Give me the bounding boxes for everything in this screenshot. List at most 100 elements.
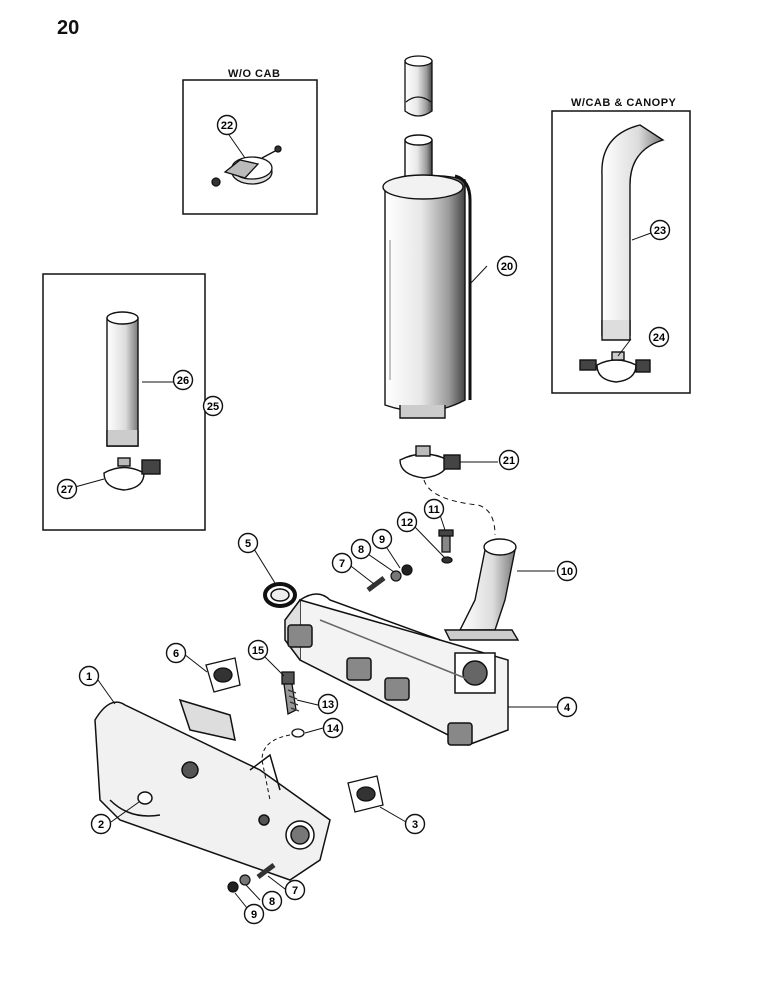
callout-3: 3 bbox=[404, 813, 426, 835]
rain-cap-part bbox=[211, 145, 282, 187]
callout-label: 12 bbox=[401, 517, 413, 529]
callout-9: 9 bbox=[371, 528, 393, 550]
callout-23: 23 bbox=[649, 219, 671, 241]
callout-circle bbox=[90, 813, 112, 835]
callout-circle bbox=[371, 528, 393, 550]
callout-circle bbox=[284, 879, 306, 901]
callout-label: 3 bbox=[412, 819, 418, 831]
inset-box-with-cab-canopy bbox=[551, 110, 691, 394]
manifold-gasket-upper bbox=[205, 657, 241, 693]
callout-label: 8 bbox=[269, 896, 275, 908]
callout-10: 10 bbox=[556, 560, 578, 582]
callout-circle bbox=[317, 693, 339, 715]
callout-circle bbox=[556, 560, 578, 582]
callout-21: 21 bbox=[498, 449, 520, 471]
callout-24: 24 bbox=[648, 326, 670, 348]
callout-label: 7 bbox=[292, 885, 298, 897]
callout-circle bbox=[396, 511, 418, 533]
callout-13: 13 bbox=[317, 693, 339, 715]
small-gasket-ring bbox=[137, 791, 153, 805]
callout-circle bbox=[216, 114, 238, 136]
callout-leaders bbox=[74, 131, 652, 914]
callout-circle bbox=[165, 642, 187, 664]
callout-label: 1 bbox=[86, 671, 92, 683]
curved-exhaust-stack bbox=[579, 124, 665, 383]
callout-label: 13 bbox=[322, 699, 334, 711]
callout-label: 20 bbox=[501, 261, 513, 273]
stud-nut-upper bbox=[366, 564, 413, 592]
callout-15: 15 bbox=[247, 639, 269, 661]
stud-nut-lower bbox=[227, 863, 276, 893]
straight-exhaust-stack bbox=[103, 311, 161, 491]
callout-7: 7 bbox=[284, 879, 306, 901]
callout-label: 8 bbox=[358, 544, 364, 556]
callout-label: 5 bbox=[245, 538, 251, 550]
callout-label: 2 bbox=[98, 819, 104, 831]
tail-pipe-top bbox=[404, 55, 433, 117]
callout-circle bbox=[556, 696, 578, 718]
callout-circle bbox=[243, 903, 265, 925]
callout-label: 9 bbox=[379, 534, 385, 546]
callout-circle bbox=[404, 813, 426, 835]
callout-circle bbox=[237, 532, 259, 554]
callout-14: 14 bbox=[322, 717, 344, 739]
callout-label: 11 bbox=[428, 504, 440, 516]
inset-title-without-cab: W/O CAB bbox=[228, 68, 281, 80]
callout-circle bbox=[56, 478, 78, 500]
callout-label: 7 bbox=[339, 558, 345, 570]
callout-7: 7 bbox=[331, 552, 353, 574]
callout-label: 14 bbox=[327, 723, 340, 735]
muffler-clamp bbox=[399, 445, 461, 479]
callout-label: 26 bbox=[177, 375, 189, 387]
callout-25: 25 bbox=[202, 395, 224, 417]
callout-circle bbox=[247, 639, 269, 661]
callout-22: 22 bbox=[216, 114, 238, 136]
callout-circle bbox=[78, 665, 100, 687]
callout-12: 12 bbox=[396, 511, 418, 533]
callout-circle bbox=[202, 395, 224, 417]
callout-label: 22 bbox=[221, 120, 233, 132]
callout-11: 11 bbox=[423, 498, 445, 520]
exhaust-elbow bbox=[443, 538, 520, 641]
callout-circle bbox=[322, 717, 344, 739]
manifold-gasket-lower bbox=[347, 775, 384, 813]
callout-circle bbox=[331, 552, 353, 574]
callout-circle bbox=[172, 369, 194, 391]
exhaust-manifold-rear bbox=[284, 593, 509, 746]
callout-label: 24 bbox=[653, 332, 666, 344]
inset-title-with-cab-canopy: W/CAB & CANOPY bbox=[571, 97, 677, 109]
bolt-and-washer bbox=[438, 529, 454, 564]
callout-4: 4 bbox=[556, 696, 578, 718]
callout-circle bbox=[496, 255, 518, 277]
callout-label: 15 bbox=[252, 645, 264, 657]
callout-circle bbox=[423, 498, 445, 520]
callout-label: 25 bbox=[207, 401, 219, 413]
callout-26: 26 bbox=[172, 369, 194, 391]
page-number: 20 bbox=[57, 17, 80, 39]
assembly-path-dashed bbox=[423, 479, 496, 536]
callout-circle bbox=[261, 890, 283, 912]
callout-label: 21 bbox=[503, 455, 515, 467]
callout-circle bbox=[350, 538, 372, 560]
callout-8: 8 bbox=[350, 538, 372, 560]
callout-8: 8 bbox=[261, 890, 283, 912]
callout-label: 4 bbox=[564, 702, 571, 714]
callout-6: 6 bbox=[165, 642, 187, 664]
callout-circle bbox=[648, 326, 670, 348]
callout-label: 23 bbox=[654, 225, 666, 237]
callout-label: 10 bbox=[561, 566, 573, 578]
callout-circle bbox=[649, 219, 671, 241]
seal-ring bbox=[263, 582, 297, 608]
callout-label: 6 bbox=[173, 648, 179, 660]
exhaust-manifold-front bbox=[94, 698, 331, 881]
callout-9: 9 bbox=[243, 903, 265, 925]
callout-label: 9 bbox=[251, 909, 257, 921]
callout-label: 27 bbox=[61, 484, 73, 496]
callout-27: 27 bbox=[56, 478, 78, 500]
callout-1: 1 bbox=[78, 665, 100, 687]
callout-5: 5 bbox=[237, 532, 259, 554]
callout-2: 2 bbox=[90, 813, 112, 835]
muffler-part bbox=[382, 134, 472, 419]
